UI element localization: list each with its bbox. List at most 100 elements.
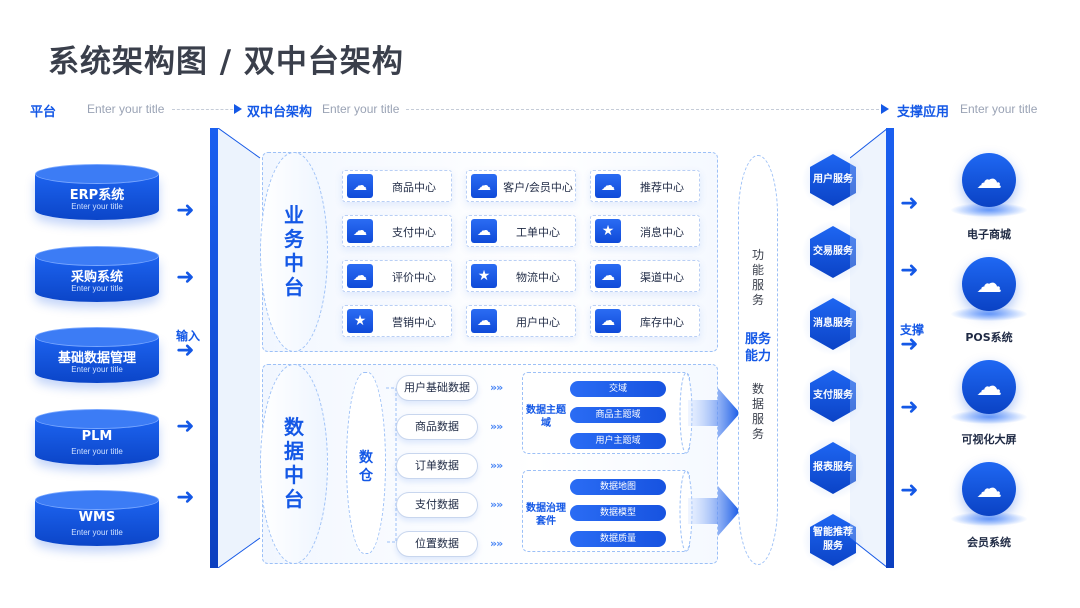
right-arrow-icon: ➜ <box>900 258 919 283</box>
domain-pill: 商品主题域 <box>570 407 666 423</box>
output-bar <box>886 128 894 568</box>
cloud-icon: ☁ <box>962 360 1016 414</box>
cloud-icon: ☁ <box>962 257 1016 311</box>
header-arrow <box>881 104 889 114</box>
source-sub: Enter your title <box>71 528 123 537</box>
app-platform <box>951 203 1027 217</box>
business-module: ★ 营销中心 <box>342 305 452 337</box>
cloud-icon: ☁ <box>595 174 621 198</box>
chevrons-right-icon: »» <box>490 381 503 394</box>
cloud-icon: ☁ <box>471 174 497 198</box>
cloud-icon: ☁ <box>347 174 373 198</box>
service-hex: 报表服务 <box>810 442 856 494</box>
page-title: 系统架构图 / 双中台架构 <box>48 44 404 80</box>
flow-arrows <box>679 372 740 552</box>
app-label: POS系统 <box>965 331 1013 344</box>
app-label: 会员系统 <box>967 536 1011 549</box>
business-module: ☁ 工单中心 <box>466 215 576 247</box>
header-middle-label: 双中台架构 <box>247 105 313 120</box>
star-icon: ★ <box>471 264 497 288</box>
cloud-icon: ☁ <box>595 309 621 333</box>
input-bar <box>210 128 218 568</box>
cloud-icon: ☁ <box>347 219 373 243</box>
source-sub: Enter your title <box>71 284 123 293</box>
chevrons-right-icon: »» <box>490 537 503 550</box>
source-name: PLM <box>81 429 113 444</box>
capability-cylinder <box>738 155 778 565</box>
business-module: ☁ 库存中心 <box>590 305 700 337</box>
domain-pill: 数据质量 <box>570 531 666 547</box>
app-platform <box>951 512 1027 526</box>
right-arrow-icon: ➜ <box>176 265 195 290</box>
cloud-icon: ☁ <box>595 264 621 288</box>
cloud-icon: ☁ <box>962 153 1016 207</box>
data-cylinder <box>260 364 328 564</box>
service-hex: 交易服务 <box>810 226 856 278</box>
header-middle-sub: Enter your title <box>322 102 400 116</box>
chevrons-right-icon: »» <box>490 459 503 472</box>
right-arrow-icon: ➜ <box>900 191 919 216</box>
business-module: ☁ 渠道中心 <box>590 260 700 292</box>
app-platform <box>951 410 1027 424</box>
data-item: 用户基础数据 <box>396 375 478 401</box>
service-hex: 支付服务 <box>810 370 856 422</box>
cloud-icon: ☁ <box>471 219 497 243</box>
input-label: 输入 <box>176 329 201 343</box>
header-platform-sub: Enter your title <box>87 102 165 116</box>
cloud-icon: ☁ <box>471 309 497 333</box>
header-divider <box>172 109 238 110</box>
data-item: 支付数据 <box>396 492 478 518</box>
business-module: ☁ 评价中心 <box>342 260 452 292</box>
app-platform <box>951 307 1027 321</box>
domain-pill: 数据地图 <box>570 479 666 495</box>
service-hex: 智能推荐服务 <box>810 514 856 566</box>
source-database: WMS Enter your title <box>35 490 159 546</box>
business-module: ★ 物流中心 <box>466 260 576 292</box>
business-module: ☁ 推荐中心 <box>590 170 700 202</box>
data-item: 订单数据 <box>396 453 478 479</box>
business-module: ☁ 用户中心 <box>466 305 576 337</box>
data-item: 商品数据 <box>396 414 478 440</box>
warehouse-cylinder <box>346 372 386 554</box>
output-funnel-lines <box>850 128 888 568</box>
source-database: PLM Enter your title <box>35 409 159 465</box>
data-title: 数据中台 <box>284 415 304 511</box>
business-module: ☁ 商品中心 <box>342 170 452 202</box>
right-arrow-icon: ➜ <box>176 338 195 363</box>
business-module: ★ 消息中心 <box>590 215 700 247</box>
source-name: WMS <box>78 510 116 525</box>
right-arrow-icon: ➜ <box>176 485 195 510</box>
header-platform-label: 平台 <box>30 105 57 120</box>
source-sub: Enter your title <box>71 447 123 456</box>
business-module: ☁ 支付中心 <box>342 215 452 247</box>
service-hex: 用户服务 <box>810 154 856 206</box>
header-arrow <box>234 104 242 114</box>
support-label: 支撑 <box>900 323 925 337</box>
service-hex: 消息服务 <box>810 298 856 350</box>
source-sub: Enter your title <box>71 365 123 374</box>
chevrons-right-icon: »» <box>490 498 503 511</box>
source-name: ERP系统 <box>69 188 125 203</box>
data-item: 位置数据 <box>396 531 478 557</box>
source-name: 采购系统 <box>70 270 123 285</box>
header-support-sub: Enter your title <box>960 102 1038 116</box>
domain-pill: 数据模型 <box>570 505 666 521</box>
right-arrow-icon: ➜ <box>900 478 919 503</box>
right-arrow-icon: ➜ <box>900 395 919 420</box>
capability-service-label: 服务能力 <box>744 332 771 364</box>
cloud-icon: ☁ <box>347 264 373 288</box>
business-cylinder <box>260 152 328 352</box>
cloud-icon: ☁ <box>962 462 1016 516</box>
business-module: ☁ 客户/会员中心 <box>466 170 576 202</box>
source-database: 基础数据管理 Enter your title <box>35 327 159 383</box>
domain-pill: 交域 <box>570 381 666 397</box>
app-label: 可视化大屏 <box>961 433 1017 446</box>
capability-data-label: 数据服务 <box>751 382 764 441</box>
source-database: ERP系统 Enter your title <box>35 164 159 220</box>
header-support-label: 支撑应用 <box>897 105 950 120</box>
domain-label: 数据治理套件 <box>526 503 566 527</box>
business-title: 业务中台 <box>284 203 304 299</box>
right-arrow-icon: ➜ <box>900 332 919 357</box>
header-divider <box>406 109 884 110</box>
funnel-lines <box>218 128 261 568</box>
